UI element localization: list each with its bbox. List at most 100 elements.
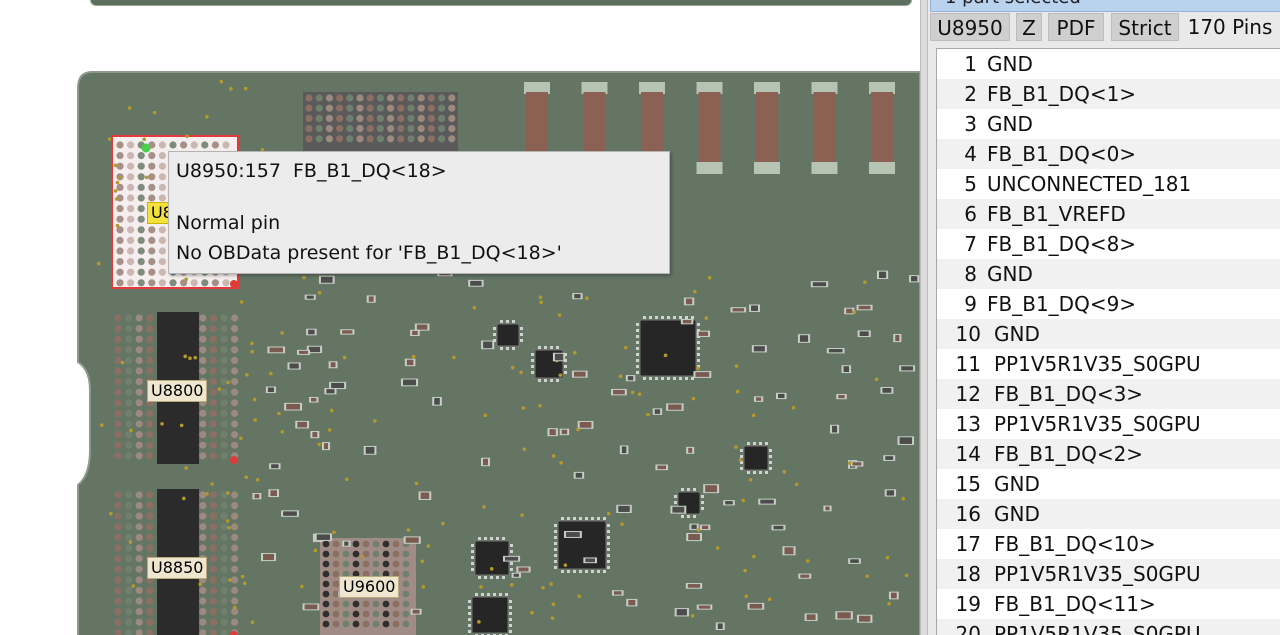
ic-pin [691,377,694,380]
via [734,364,739,368]
bga-ball [332,590,340,598]
via [239,300,244,304]
via [184,466,188,470]
bga-ball [220,608,228,616]
part-label-u9600[interactable]: U9600 [339,576,400,598]
bga-ball [366,125,374,133]
bga-ball [220,597,228,605]
bga-ball [199,356,207,364]
ic-pin [636,353,639,356]
via [696,366,700,371]
bga-ball [114,346,122,354]
bga-ball [402,550,410,558]
via [901,496,906,501]
ic-pin [567,570,570,573]
ic-pin [579,517,582,520]
bga-ball [114,618,122,626]
ic-pin [697,329,700,332]
bga-ball [231,544,239,552]
bga-ball [209,388,217,396]
via [127,106,132,110]
part-label-u8800[interactable]: U8800 [147,380,208,402]
smd-body [685,298,693,305]
bga-ball [325,125,333,133]
ic-pin [471,550,474,553]
part-name-button[interactable]: U8950 [930,13,1010,41]
board-view[interactable]: U8800 U8850 U9600 U8 U8950:157 FB_B1_DQ<… [0,0,920,635]
pin-number: 3 [964,112,977,136]
bga-ball [209,555,217,563]
pcb-board[interactable] [0,0,920,635]
bga-ball [116,152,124,160]
bga-ball [127,215,135,223]
ic-pin [697,365,700,368]
bga-ball [209,608,217,616]
panel-splitter[interactable] [920,0,928,635]
via [109,511,113,516]
bga-ball [336,114,344,122]
bga-ball [209,409,217,417]
via [250,620,255,625]
via [327,428,332,432]
smd-body [613,389,625,395]
smd-body [549,429,556,436]
bga-ball [220,452,228,460]
bga-ball [114,544,122,552]
bga-ball [125,335,133,343]
bga-ball [199,523,207,531]
bga-ball [387,94,395,102]
pin-net-name: PP1V5R1V35_S0GPU [994,562,1201,586]
via [228,578,232,582]
pin-net-name: FB_B1_DQ<10> [994,532,1156,556]
bga-ball [352,610,360,618]
smd-body [688,447,693,453]
via [624,345,628,350]
ic-pin [512,347,515,350]
bga-ball [220,420,228,428]
ic-pin [478,576,481,579]
pin-net-name: FB_B1_DQ<11> [994,592,1156,616]
via [696,528,701,532]
via [302,275,306,280]
bga-ball [209,502,217,510]
bga-ball [356,135,364,143]
bga-ball [148,258,156,266]
bga-ball [438,125,446,133]
zoom-button[interactable]: Z [1016,13,1042,41]
ic-pin [556,346,559,349]
pdf-button[interactable]: PDF [1048,13,1104,41]
bga-ball [382,540,390,548]
part-label-u8850[interactable]: U8850 [147,557,208,579]
bga-ball [125,555,133,563]
ic-pin [636,347,639,350]
component-pad [811,162,838,174]
strict-button[interactable]: Strict [1111,13,1179,41]
via [782,470,787,474]
smd-body [434,397,440,405]
ic-pin [697,359,700,362]
ic-pin [661,377,664,380]
resistor-body [526,92,548,164]
bga-ball [352,540,360,548]
